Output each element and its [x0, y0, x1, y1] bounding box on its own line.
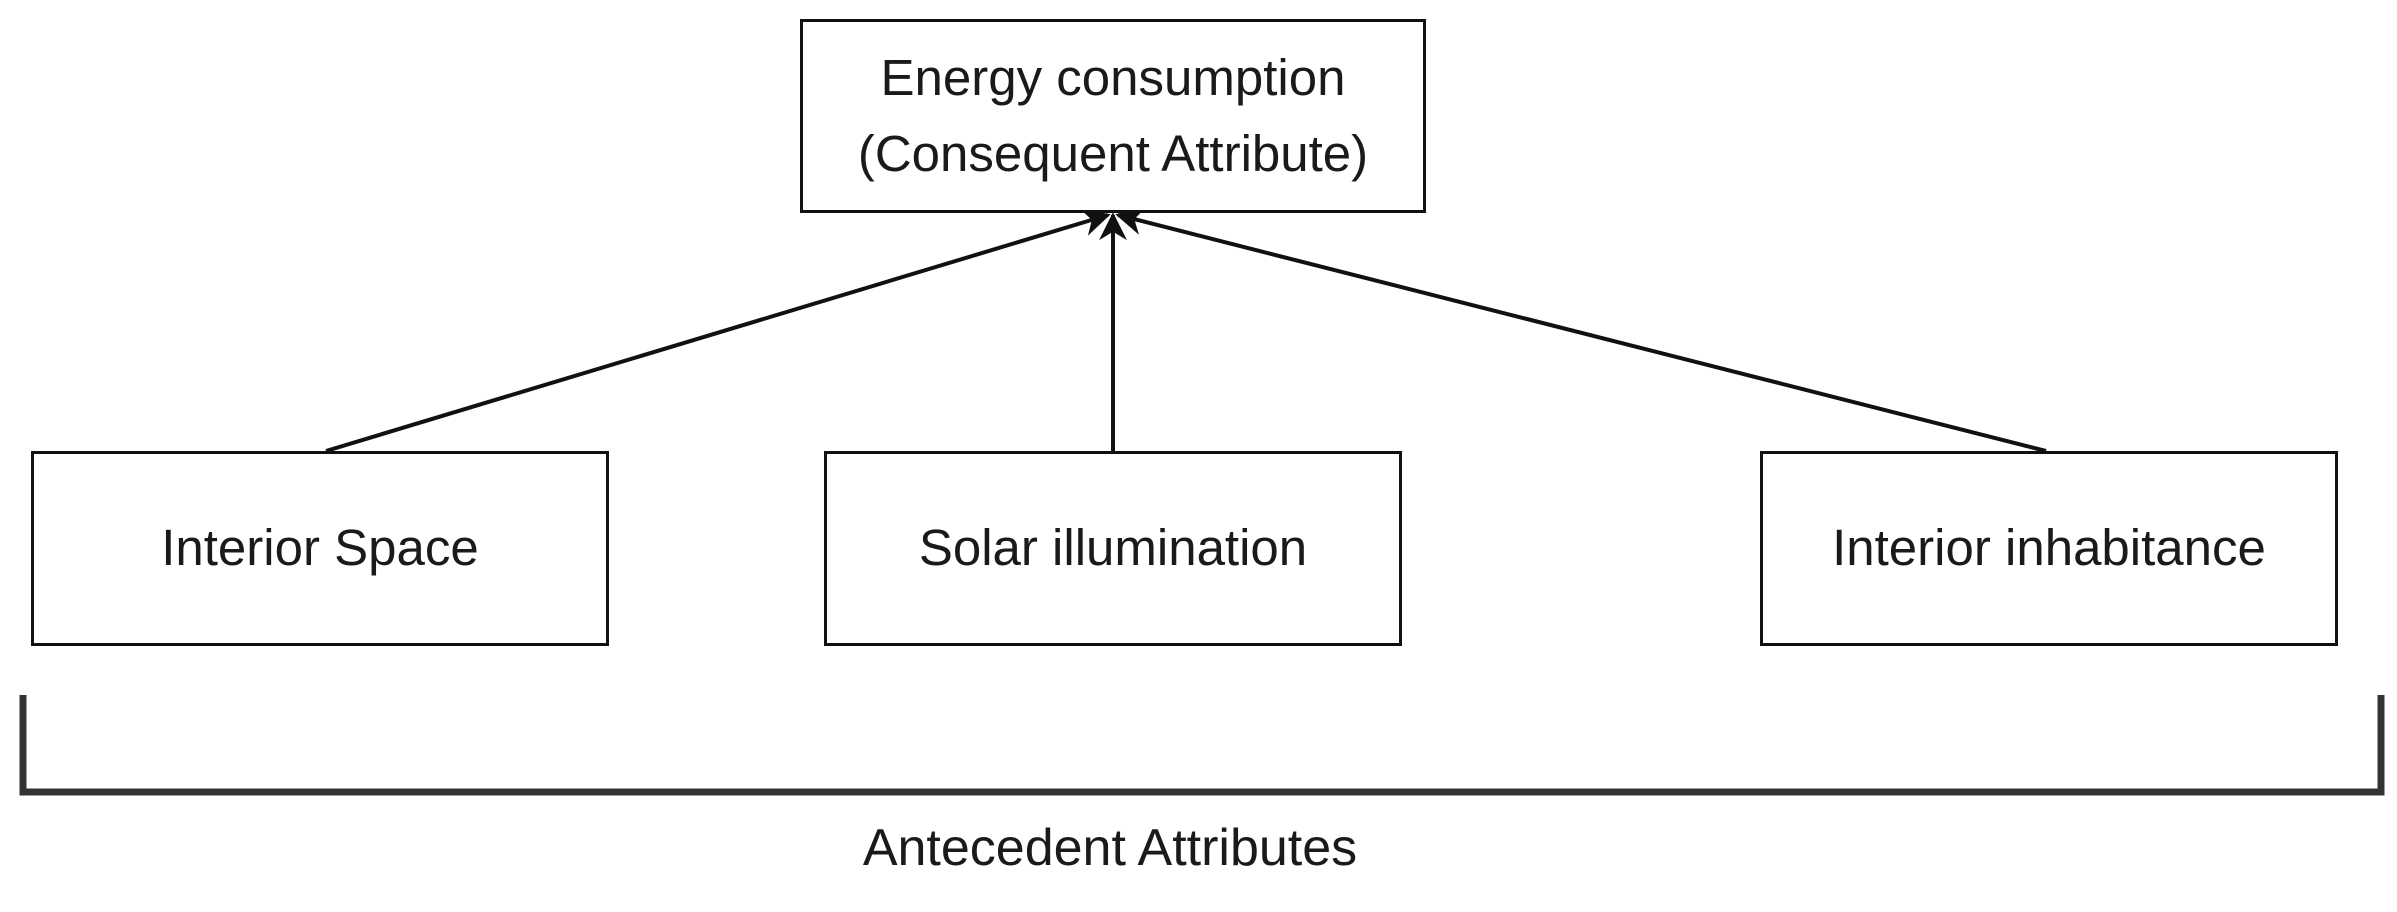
antecedent-label: Interior inhabitance [1832, 519, 2266, 577]
antecedent-box-solar-illumination: Solar illumination [824, 451, 1402, 646]
consequent-title: Energy consumption [880, 48, 1346, 106]
antecedent-box-interior-space: Interior Space [31, 451, 609, 646]
antecedent-group-label: Antecedent Attributes [862, 819, 1358, 877]
antecedent-bracket [19, 695, 2385, 796]
antecedent-label: Interior Space [161, 519, 479, 577]
consequent-subtitle: (Consequent Attribute) [857, 125, 1369, 182]
consequent-attribute-box: Energy consumption (Consequent Attribute… [800, 19, 1426, 213]
antecedent-label: Solar illumination [918, 519, 1308, 577]
arrow-interior-inhabitance-to-energy [1115, 207, 2047, 453]
antecedent-box-interior-inhabitance: Interior inhabitance [1760, 451, 2338, 646]
arrow-interior-space-to-energy [325, 208, 1111, 453]
